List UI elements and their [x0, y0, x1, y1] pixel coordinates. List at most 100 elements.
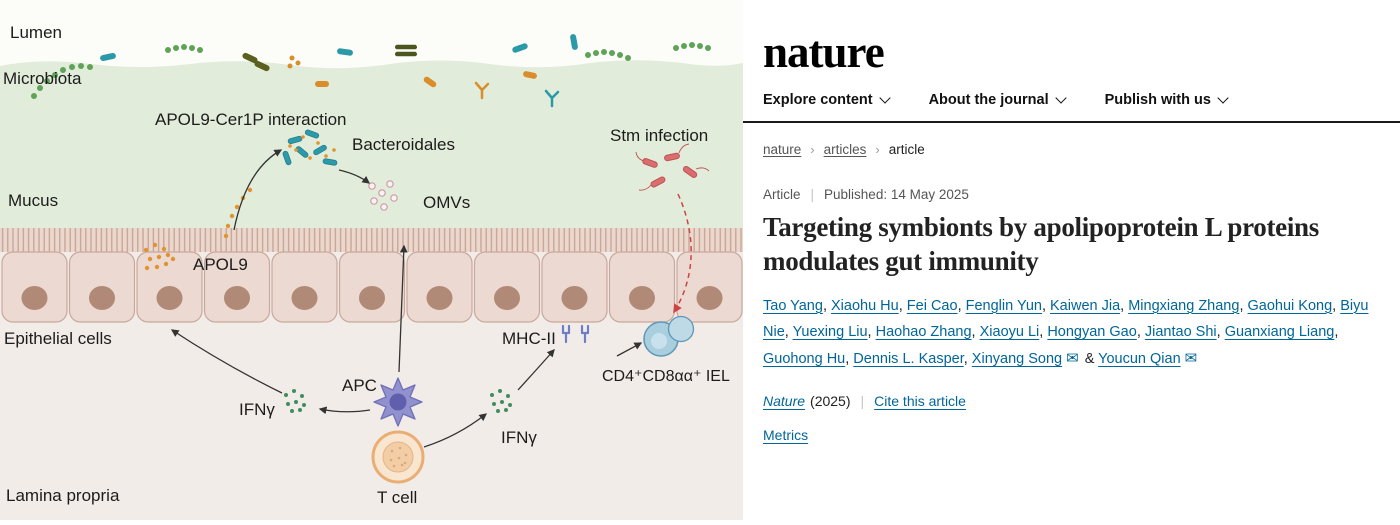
- label-lumen: Lumen: [10, 23, 62, 42]
- epithelial-cell-row: [1, 251, 743, 323]
- label-epithelial-cells: Epithelial cells: [4, 329, 112, 348]
- author-link[interactable]: Dennis L. Kasper: [853, 350, 964, 367]
- label-bacteroidales: Bacteroidales: [352, 135, 455, 154]
- bacterium-rod-icon: [395, 44, 417, 57]
- label-apol9: APOL9: [193, 255, 248, 274]
- published-date: Published: 14 May 2025: [824, 187, 969, 202]
- metrics-row: Metrics: [763, 427, 1400, 445]
- label-stm-infection: Stm infection: [610, 126, 708, 145]
- bacterium-rod-icon: [523, 71, 537, 79]
- bacterium-rod-icon: [423, 76, 437, 88]
- t-cell: [371, 430, 425, 484]
- author-link[interactable]: Xiaohu Hu: [831, 297, 899, 314]
- label-mhc2: MHC-II: [502, 329, 556, 348]
- article-type: Article: [763, 187, 801, 202]
- metrics-link[interactable]: Metrics: [763, 426, 809, 443]
- author-link[interactable]: Jiantao Shi: [1144, 323, 1217, 340]
- mhc2-receptor-icon: [580, 324, 590, 344]
- apol9-dots: [143, 187, 253, 271]
- page-title: Targeting symbionts by apolipoprotein L …: [763, 212, 1319, 276]
- label-omvs: OMVs: [423, 193, 470, 212]
- author-link[interactable]: Guohong Hu: [763, 350, 846, 367]
- bacterium-chain-icon: [585, 49, 631, 61]
- author-link[interactable]: Kaiwen Jia: [1050, 297, 1121, 314]
- arrow-apc-to-epithelium: [398, 244, 408, 373]
- bacterium-rod-icon: [100, 52, 116, 62]
- stm-bacteria: [635, 143, 710, 191]
- omv-cluster: [368, 180, 398, 211]
- breadcrumb-nature[interactable]: nature: [763, 142, 802, 157]
- ifng-left-cluster: [284, 389, 306, 413]
- author-link[interactable]: Gaohui Kong: [1247, 297, 1333, 314]
- breadcrumb-separator: ›: [810, 142, 815, 157]
- nav-explore-content-label: Explore content: [763, 92, 873, 108]
- bacterium-rod-icon: [512, 43, 528, 53]
- breadcrumb-article: article: [888, 142, 925, 157]
- arrow-to-iel: [616, 342, 643, 357]
- author-link[interactable]: Fei Cao: [906, 297, 958, 314]
- bacterium-rod-icon: [570, 34, 578, 50]
- nav-explore-content[interactable]: Explore content: [763, 92, 891, 108]
- arrow-tcell-to-ifng-right: [423, 413, 488, 448]
- author-link[interactable]: Fenglin Yun: [965, 297, 1042, 314]
- author-link[interactable]: Youcun Qian: [1098, 350, 1181, 367]
- author-link[interactable]: Haohao Zhang: [875, 323, 972, 340]
- nav-publish-with-us[interactable]: Publish with us: [1105, 92, 1229, 108]
- breadcrumb-separator: ›: [875, 142, 880, 157]
- mhc2-receptor-icon: [561, 324, 571, 344]
- label-t-cell: T cell: [377, 488, 417, 507]
- label-ifng-right: IFNγ: [501, 428, 537, 447]
- journal-link[interactable]: Nature: [763, 392, 806, 409]
- mechanism-figure: Lumen Microbiota APOL9-Cer1P interaction…: [0, 23, 743, 520]
- chevron-down-icon: [878, 92, 891, 104]
- label-ifng-left: IFNγ: [239, 400, 275, 419]
- arrow-bacteroidales-to-omvs: [338, 169, 371, 184]
- arrow-ifng-to-mhc2: [517, 349, 555, 391]
- author-link[interactable]: Guanxiang Liang: [1224, 323, 1335, 340]
- email-icon[interactable]: ✉: [1184, 349, 1198, 367]
- figure-panel: Lumen Microbiota APOL9-Cer1P interaction…: [0, 23, 743, 520]
- label-apol9-cer1p: APOL9-Cer1P interaction: [155, 110, 347, 129]
- citation-year: (2025): [810, 392, 851, 409]
- nav-divider: [743, 121, 1400, 123]
- citation-separator: |: [860, 392, 865, 409]
- bacterium-y-icon: [544, 89, 560, 108]
- bacterium-chain-icon: [673, 42, 711, 51]
- ifng-right-cluster: [490, 389, 512, 413]
- article-panel: nature Explore content About the journal…: [743, 0, 1400, 520]
- author-link[interactable]: Biyu Nie: [763, 297, 1369, 340]
- arrow-apc-to-ifng-left: [318, 406, 371, 415]
- author-link[interactable]: Hongyan Gao: [1047, 323, 1137, 340]
- breadcrumb: nature › articles › article: [763, 142, 1400, 157]
- author-separator: &: [1080, 350, 1099, 367]
- label-mucus: Mucus: [8, 191, 58, 210]
- article-meta: Article | Published: 14 May 2025: [763, 187, 1400, 202]
- breadcrumb-articles[interactable]: articles: [823, 142, 867, 157]
- mucus-layer: [0, 60, 743, 228]
- cite-this-article-link[interactable]: Cite this article: [874, 392, 966, 409]
- bacterium-rod-icon: [315, 81, 329, 87]
- apc-cell: [373, 377, 423, 427]
- author-link[interactable]: Yuexing Liu: [792, 323, 868, 340]
- author-link[interactable]: Mingxiang Zhang: [1128, 297, 1240, 314]
- figure-arrows: [170, 149, 643, 448]
- author-list: Tao Yang, Xiaohu Hu, Fei Cao, Fenglin Yu…: [763, 297, 1369, 367]
- author-link[interactable]: Tao Yang: [763, 297, 823, 314]
- mhc2-icons: [561, 324, 590, 344]
- bacterium-rod-icon: [242, 52, 270, 72]
- bacterium-rod-icon: [337, 48, 353, 56]
- label-lamina-propria: Lamina propria: [6, 486, 120, 505]
- label-apc: APC: [342, 376, 377, 395]
- chevron-down-icon: [1217, 92, 1229, 104]
- label-iel: CD4⁺CD8αα⁺ IEL: [602, 368, 730, 385]
- main-nav: Explore content About the journal Publis…: [763, 92, 1400, 108]
- nav-about-the-journal[interactable]: About the journal: [929, 92, 1067, 108]
- nature-logo[interactable]: nature: [763, 27, 885, 77]
- email-icon[interactable]: ✉: [1066, 349, 1079, 367]
- author-link[interactable]: Xinyang Song: [971, 350, 1063, 367]
- label-microbiota: Microbiota: [3, 69, 82, 88]
- arrow-ifng-to-epithelium: [170, 329, 283, 394]
- iel-cell: [643, 315, 695, 357]
- author-link[interactable]: Xiaoyu Li: [979, 323, 1040, 340]
